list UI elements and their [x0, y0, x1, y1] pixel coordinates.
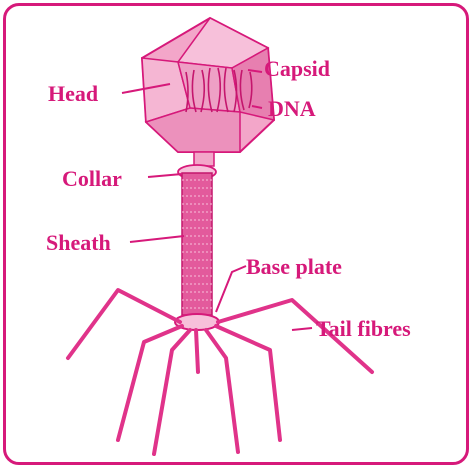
label-collar: Collar — [62, 166, 122, 191]
label-dna: DNA — [268, 96, 316, 121]
phage-sheath — [182, 173, 212, 315]
label-capsid: Capsid — [264, 56, 330, 81]
label-head: Head — [48, 81, 98, 106]
phage-tail-fibres — [68, 290, 372, 454]
label-tail-fibres: Tail fibres — [316, 316, 411, 341]
label-sheath: Sheath — [46, 230, 111, 255]
label-base-plate: Base plate — [246, 254, 342, 279]
